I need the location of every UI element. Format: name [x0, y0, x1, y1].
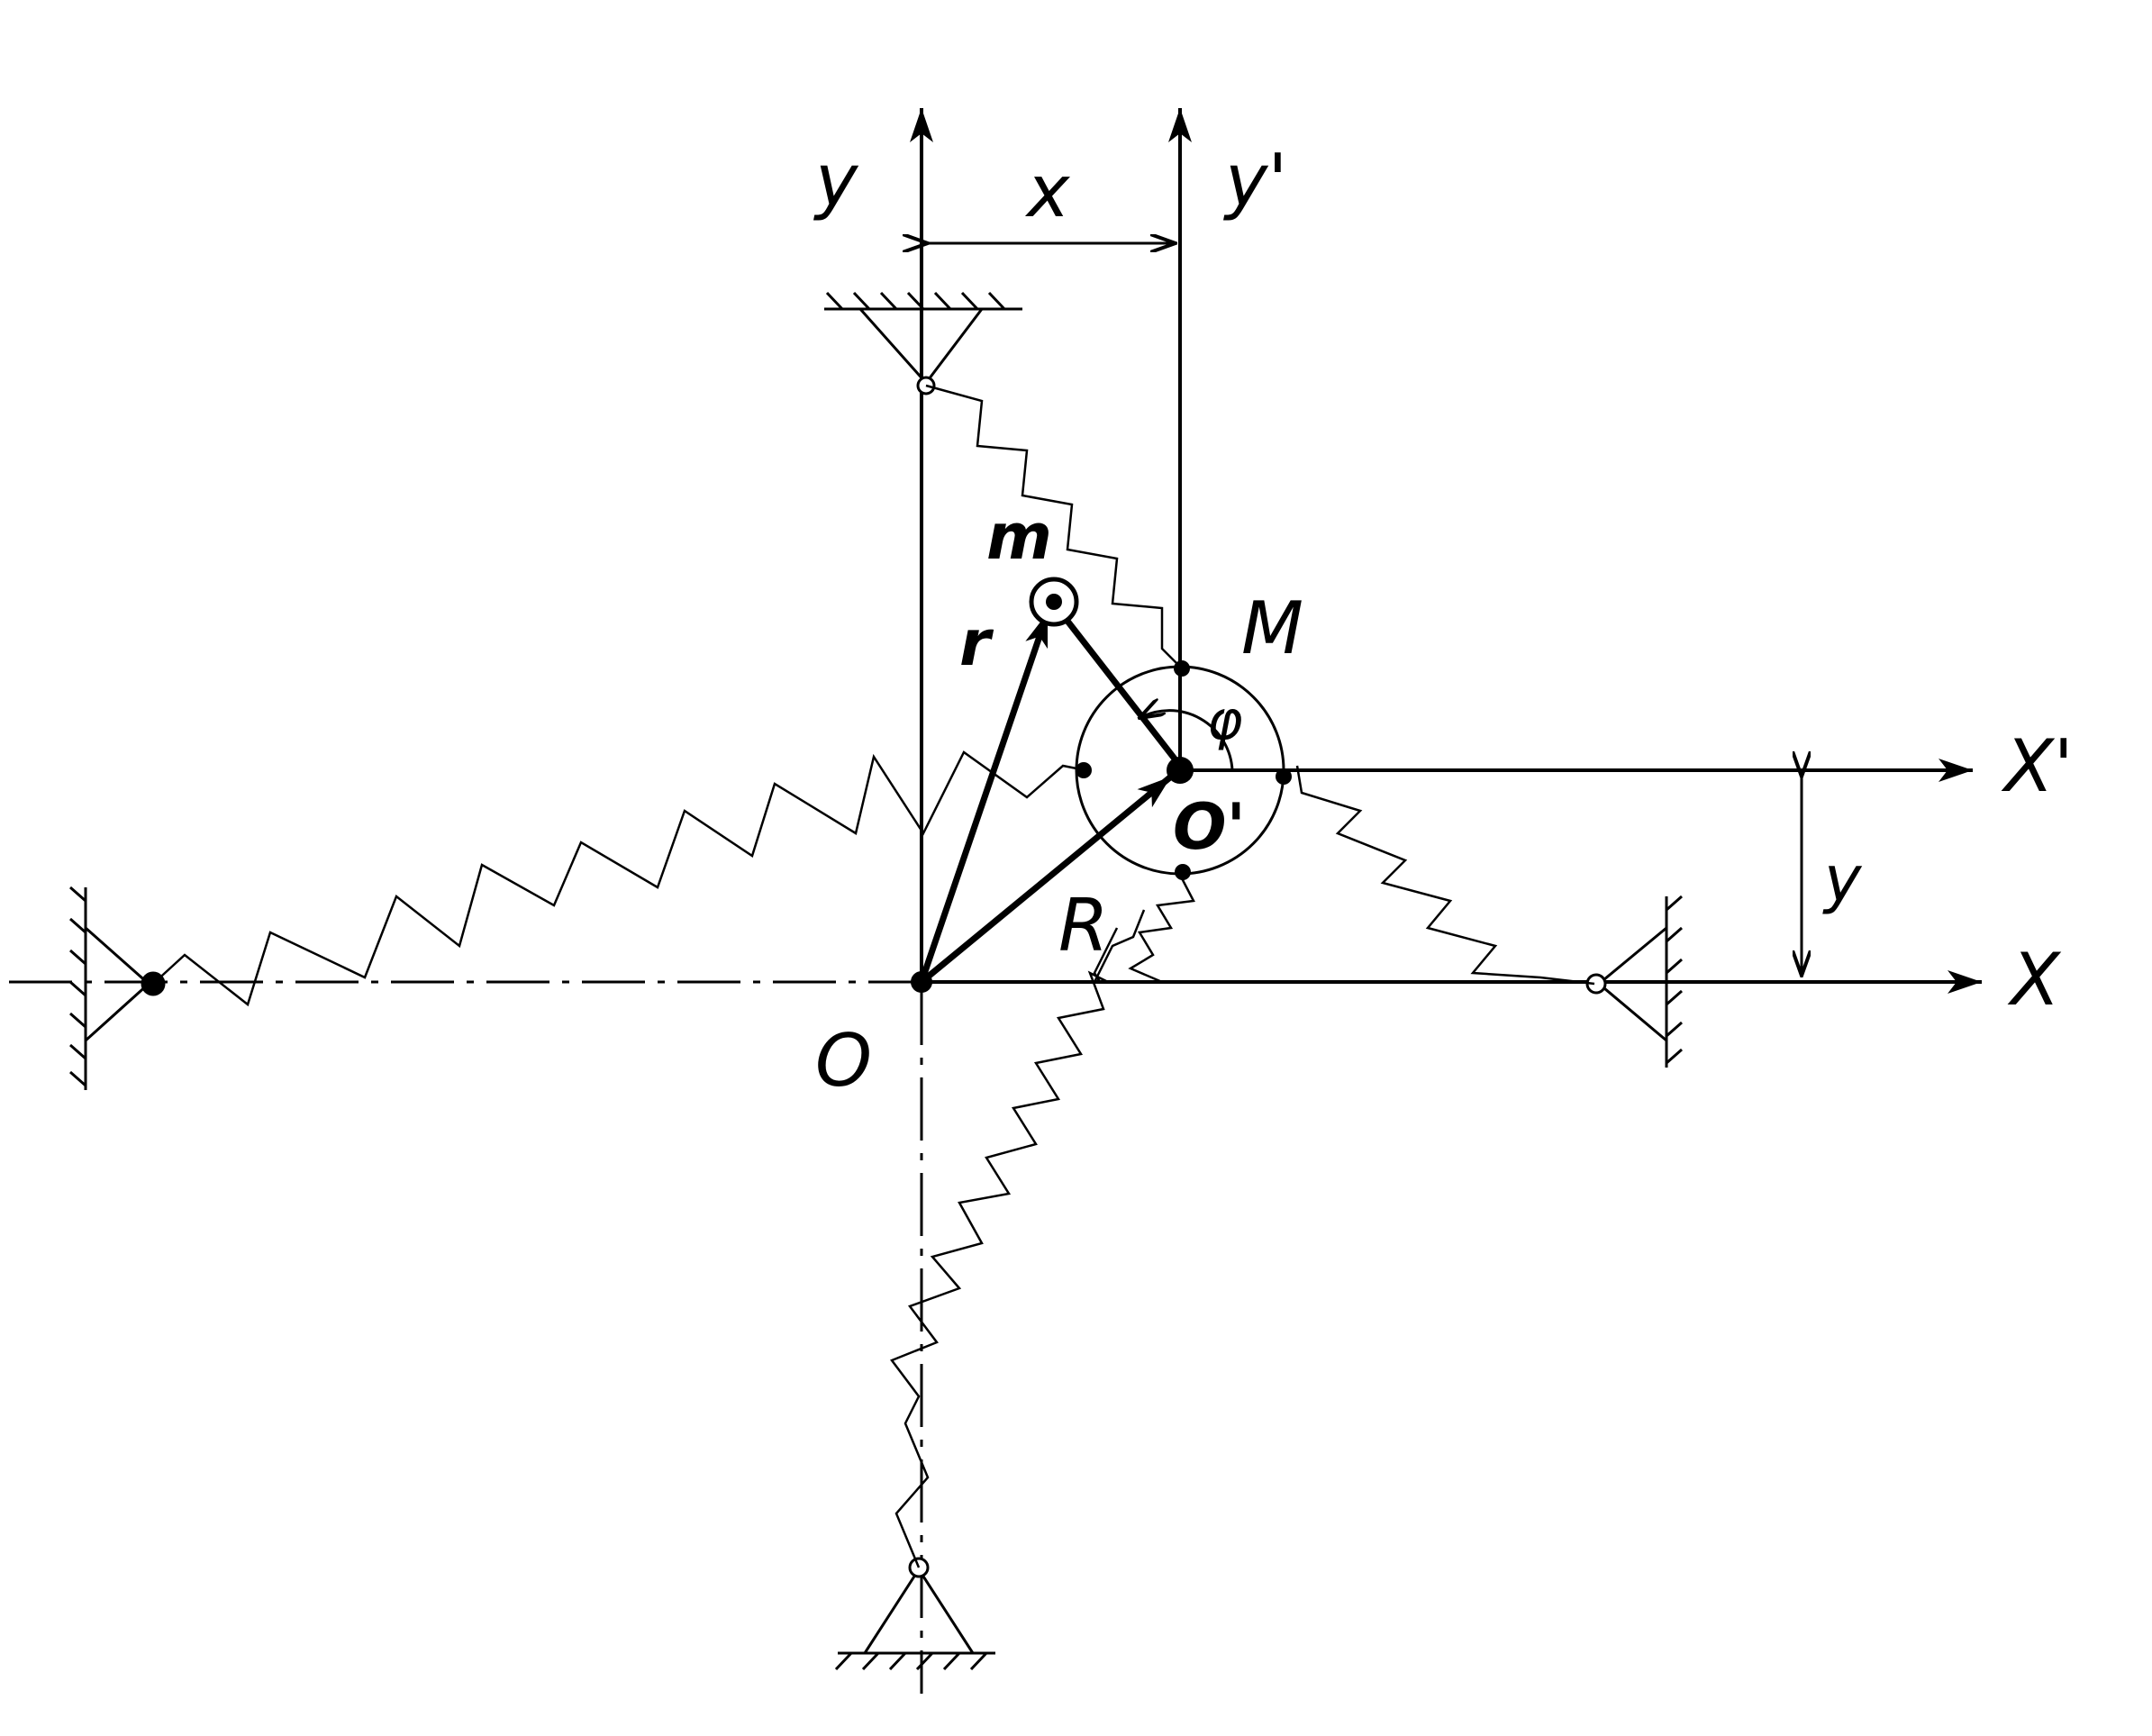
- spring-top: [925, 384, 1181, 668]
- label-rotor: M: [1241, 586, 1303, 670]
- top-support: [824, 291, 1022, 395]
- springs: [152, 384, 1595, 1568]
- left-support: [69, 886, 166, 1090]
- vector-R: [919, 774, 1174, 985]
- origin-point: [911, 971, 932, 993]
- label-origin: O: [815, 1019, 872, 1103]
- label-y-prime-axis: y': [1223, 139, 1287, 223]
- angle-arc: [1140, 711, 1234, 771]
- mass: [1029, 577, 1079, 627]
- label-x-axis: X: [2007, 938, 2062, 1022]
- vector-r: [918, 611, 1051, 984]
- label-big-r: R: [1058, 884, 1109, 968]
- spring-left: [152, 750, 1086, 1007]
- label-x-offset: x: [1024, 150, 1071, 233]
- label-center-prime: O': [1173, 790, 1246, 864]
- spring-bottom: [890, 927, 1119, 1568]
- label-x-prime-axis: X': [2001, 724, 2074, 808]
- label-y-offset: y: [1822, 842, 1863, 916]
- label-angle: φ: [1207, 689, 1243, 752]
- rotor: [1075, 660, 1292, 880]
- spring-right: [1295, 765, 1595, 986]
- eccentric-link: [1051, 601, 1183, 768]
- rotor-center: [1167, 757, 1194, 784]
- right-support: [1585, 895, 1683, 1068]
- label-radius-vector: r: [959, 606, 994, 680]
- spring-center: [1128, 877, 1195, 984]
- label-y-axis: y: [813, 139, 859, 223]
- bottom-support: [834, 1557, 995, 1671]
- label-mass: m: [986, 500, 1052, 574]
